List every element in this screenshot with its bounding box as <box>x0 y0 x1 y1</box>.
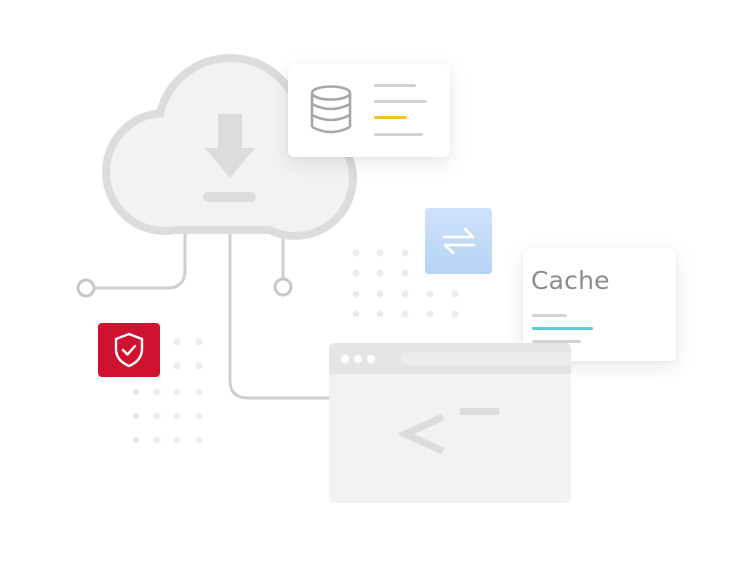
db-text-line-highlight <box>374 116 407 119</box>
db-text-line <box>374 133 423 136</box>
dot-grid-left <box>132 338 203 444</box>
shield-badge <box>98 323 160 377</box>
cache-text-line <box>532 314 567 317</box>
code-bracket-icon <box>399 408 499 455</box>
shield-check-icon <box>114 332 144 368</box>
window-dot <box>341 355 349 363</box>
browser-title-bar <box>329 343 571 374</box>
connector-node-left <box>76 278 96 298</box>
cloud-download-icon <box>102 54 357 240</box>
transfer-tile <box>425 208 492 274</box>
browser-window <box>329 343 571 503</box>
window-dot <box>367 355 375 363</box>
address-bar <box>401 352 571 365</box>
connector-lines <box>91 230 332 400</box>
db-text-line <box>374 100 427 103</box>
database-icon <box>310 85 352 134</box>
cache-text-line-highlight <box>532 327 593 330</box>
dot-grid-center <box>352 249 459 318</box>
db-text-line <box>374 84 416 87</box>
cache-text-line <box>532 340 581 343</box>
window-dot <box>354 355 362 363</box>
cache-label: Cache <box>531 266 610 295</box>
connector-node-right <box>273 277 293 297</box>
database-card <box>288 64 450 157</box>
transfer-arrows-icon <box>442 227 476 255</box>
cache-card: Cache <box>523 248 676 361</box>
